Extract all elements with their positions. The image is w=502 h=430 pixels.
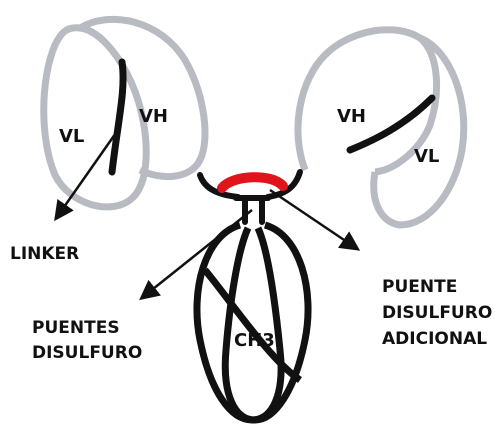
ch3-loop-diagonal bbox=[205, 270, 300, 380]
left-strand bbox=[112, 62, 123, 172]
hinge-neck bbox=[245, 200, 262, 222]
label-puente-adicional-line3: ADICIONAL bbox=[382, 329, 487, 349]
additional-disulfide-arc bbox=[222, 177, 283, 188]
label-puentes-line1: PUENTES bbox=[32, 318, 120, 338]
right-variable-domains bbox=[298, 30, 464, 225]
label-puente-adicional-line2: DISULFURO bbox=[382, 303, 492, 323]
ch3-domain bbox=[197, 225, 308, 420]
left-vl-domain-outline bbox=[44, 28, 146, 207]
label-vl-left: VL bbox=[59, 126, 84, 147]
label-vh-left: VH bbox=[139, 106, 168, 127]
label-vh-right: VH bbox=[337, 106, 366, 127]
label-puente-adicional-line1: PUENTE bbox=[382, 277, 457, 297]
left-variable-domains bbox=[44, 19, 205, 207]
label-ch3: CH3 bbox=[234, 330, 275, 351]
label-vl-right: VL bbox=[414, 146, 439, 167]
label-puentes-line2: DISULFURO bbox=[32, 343, 142, 363]
label-linker: LINKER bbox=[10, 244, 79, 264]
left-vh-domain-outline bbox=[80, 19, 205, 176]
